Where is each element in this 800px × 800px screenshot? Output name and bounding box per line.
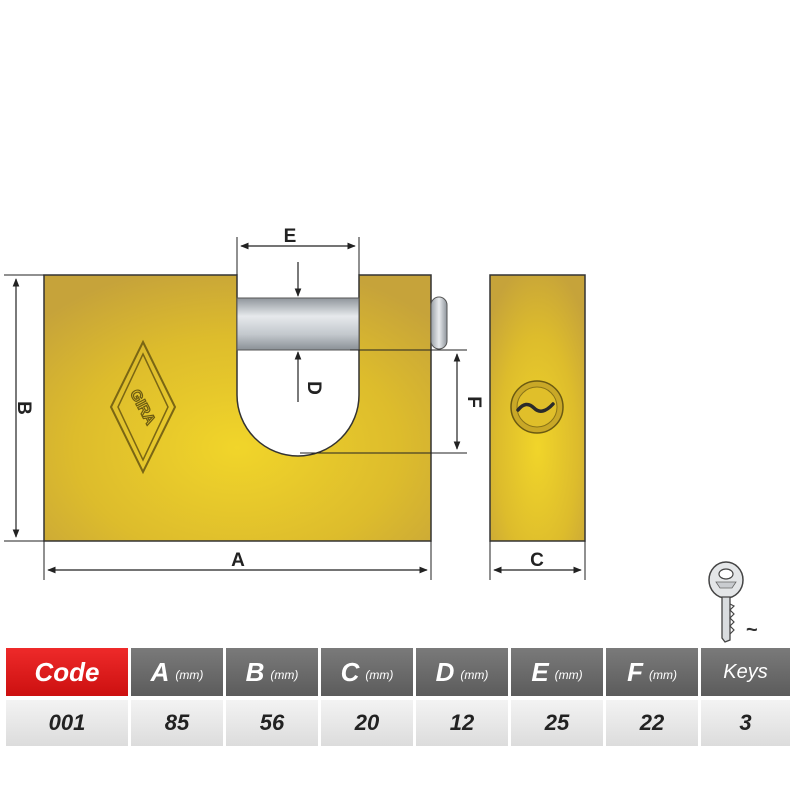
padlock-dimension-diagram: GIRA B A E D F C bbox=[4, 226, 586, 580]
header-code: Code bbox=[6, 648, 128, 696]
spec-table-header-row: Code A(mm) B(mm) C(mm) D(mm) E(mm) F(mm)… bbox=[6, 648, 790, 696]
cell-b: 56 bbox=[226, 700, 318, 746]
side-pin bbox=[430, 296, 448, 350]
keyhole-icon bbox=[510, 380, 564, 434]
spec-table-row: 001 85 56 20 12 25 22 3 bbox=[6, 700, 790, 746]
header-c: C(mm) bbox=[321, 648, 413, 696]
header-keys: Keys bbox=[701, 648, 790, 696]
cell-a: 85 bbox=[131, 700, 223, 746]
header-b: B(mm) bbox=[226, 648, 318, 696]
key-icon: ~ bbox=[708, 561, 758, 643]
shackle-bar bbox=[236, 297, 360, 351]
cell-code: 001 bbox=[6, 700, 128, 746]
header-a: A(mm) bbox=[131, 648, 223, 696]
cell-f: 22 bbox=[606, 700, 698, 746]
dimension-f-label: F bbox=[463, 396, 484, 408]
padlock-body bbox=[43, 274, 432, 542]
key-mark: ~ bbox=[746, 619, 758, 641]
cell-c: 20 bbox=[321, 700, 413, 746]
dimension-a-label: A bbox=[231, 550, 245, 571]
header-d: D(mm) bbox=[416, 648, 508, 696]
cell-d: 12 bbox=[416, 700, 508, 746]
header-e: E(mm) bbox=[511, 648, 603, 696]
dimension-d-label: D bbox=[303, 381, 324, 395]
dimension-e-label: E bbox=[284, 226, 297, 247]
header-f: F(mm) bbox=[606, 648, 698, 696]
dimension-c-label: C bbox=[530, 550, 544, 571]
cell-e: 25 bbox=[511, 700, 603, 746]
cell-keys: 3 bbox=[701, 700, 790, 746]
spec-table: Code A(mm) B(mm) C(mm) D(mm) E(mm) F(mm)… bbox=[6, 648, 790, 746]
dimension-b-label: B bbox=[13, 401, 34, 415]
